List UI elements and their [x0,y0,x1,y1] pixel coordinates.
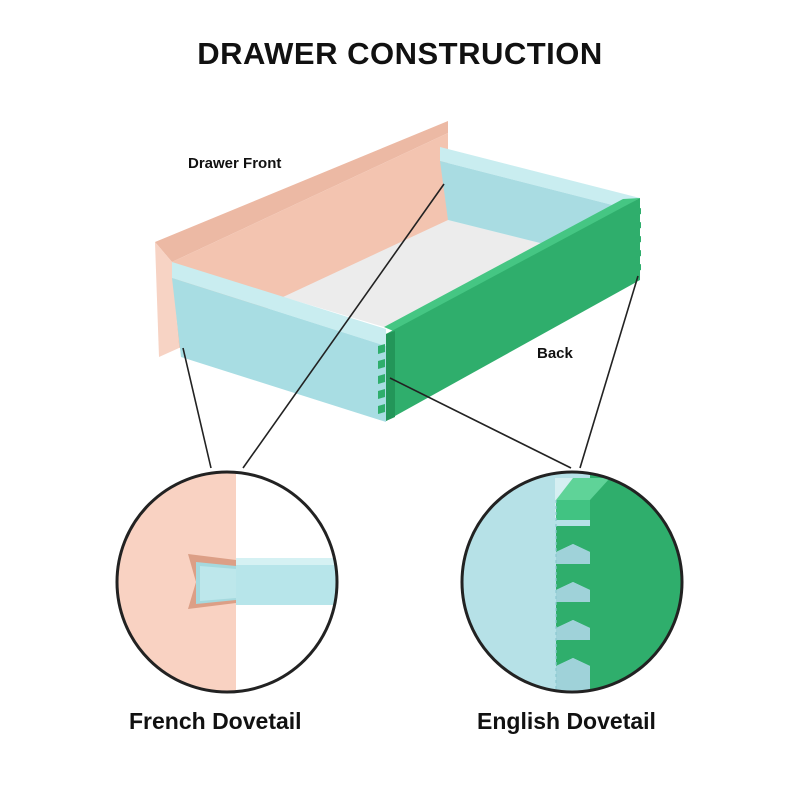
label-french-dovetail: French Dovetail [129,708,302,734]
label-back: Back [537,345,573,362]
drawer-back-panel [384,198,640,421]
drawer-floor [283,220,548,327]
french-dovetail-detail [115,470,339,694]
callout-lines [182,183,639,469]
label-english-dovetail: English Dovetail [477,708,656,734]
dovetail-marks-near [378,344,385,414]
label-drawer-front: Drawer Front [188,155,282,172]
drawer-side-near [172,262,386,422]
dovetail-marks-far [635,208,641,272]
english-dovetail-detail [460,470,684,694]
diagram-title: DRAWER CONSTRUCTION [197,36,603,71]
